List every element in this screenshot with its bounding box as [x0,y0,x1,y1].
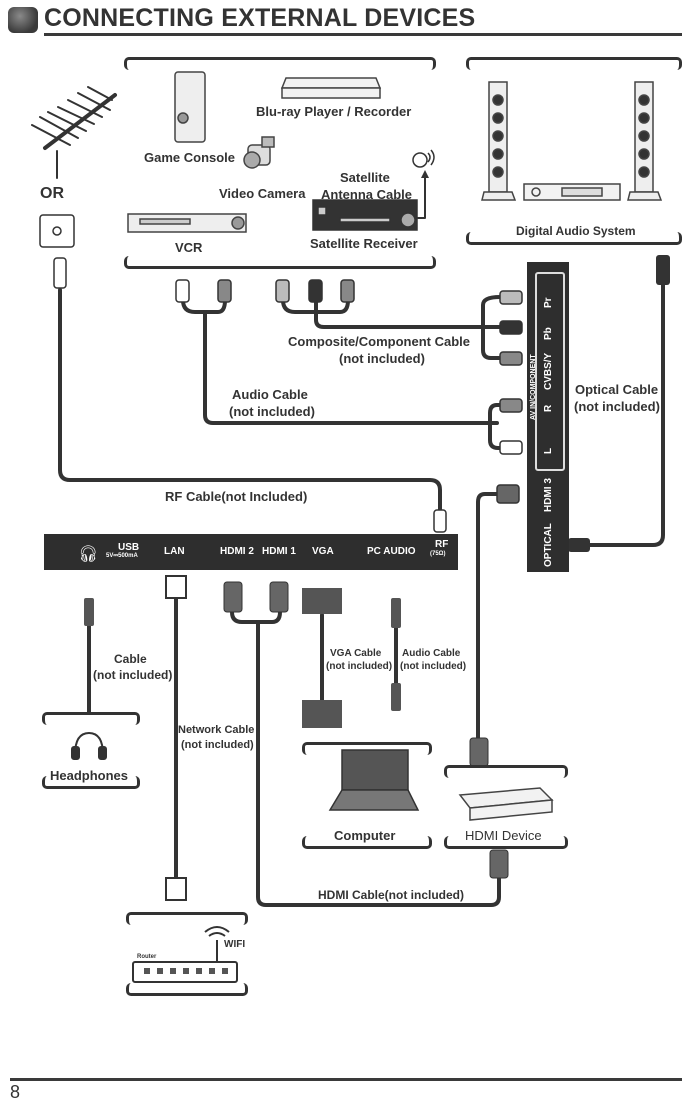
audio-system-bracket-top [466,57,682,70]
hdmi-device-label: HDMI Device [465,828,542,843]
title-divider [44,33,682,36]
vcr-icon [127,213,247,233]
port-r: R [543,404,554,412]
headphone-port-icon: 🎧︎ [78,546,99,563]
wall-outlet-icon [39,214,75,248]
vcr-label: VCR [175,240,203,255]
satellite-antenna-label-2: Antenna Cable [321,187,413,202]
audio-cable-label-1: Audio Cable [232,387,308,402]
audio-system-bracket-bottom [466,232,682,245]
hdmi-device-bracket-bottom [444,836,568,849]
router-label: Router [137,954,157,960]
network-cable-label-1: Network Cable [178,724,255,736]
headphones-bracket-top [42,712,140,725]
source-devices-bracket-bottom [124,256,436,269]
game-console-icon [174,71,206,143]
port-lan: LAN [164,546,185,557]
audio-cable [203,310,499,425]
computer-bracket-bottom [302,836,432,849]
component-cable [314,298,502,329]
blu-ray-label: Blu-ray Player / Recorder [256,104,412,119]
optical-cable-label-2: (not included) [574,399,660,414]
rf-cable-label: RF Cable(not Included) [165,489,308,504]
page-title: CONNECTING EXTERNAL DEVICES [44,4,476,32]
game-console-label: Game Console [144,150,236,165]
headphone-cable-label-1: Cable [114,652,147,666]
port-hdmi3: HDMI 3 [543,478,554,512]
component-cable-label-1: Composite/Component Cable [288,334,471,349]
headphones-bracket-bottom [42,776,140,789]
vga-cable-label-1: VGA Cable [330,648,382,659]
audio-receiver-icon [523,183,621,201]
audio-cable-label-2: (not included) [229,404,315,419]
antenna-icon [31,86,117,179]
side-connector-panel: Pr Pb CVBS/Y R L AV IN/COMPONENT HDMI 3 … [527,262,569,572]
router-bracket-bottom [126,983,248,996]
computer-bracket-top [302,742,432,755]
port-pb: Pb [543,327,554,340]
headphones-icon [71,731,107,760]
or-label: OR [40,185,64,202]
section-icon [8,7,38,33]
speaker-left-icon [481,81,517,201]
speaker-right-icon [627,81,663,201]
optical-cable [588,283,665,547]
audio-system-label: Digital Audio System [516,224,636,238]
port-pr: Pr [543,297,554,308]
port-cvbs-y: CVBS/Y [543,352,554,390]
port-rf: RF [435,539,449,550]
hdmi3-cable [476,492,499,740]
av-group-frame [535,272,565,471]
footer-divider [10,1078,682,1081]
blu-ray-icon [280,77,382,99]
port-rf-ohm: (75Ω) [430,551,446,557]
satellite-receiver-label: Satellite Receiver [310,236,418,251]
hdmi-cable [256,620,501,907]
bottom-connector-panel: 🎧︎ USB 5V⎓500mA LAN HDMI 2 HDMI 1 VGA PC… [44,534,458,570]
laptop-icon [328,749,420,811]
rca-plugs-source [175,279,355,303]
video-camera-icon [243,136,275,169]
pc-audio-cable-label-1: Audio Cable [402,648,461,659]
video-camera-label: Video Camera [219,186,306,201]
port-l: L [543,447,554,454]
optical-cable-label-1: Optical Cable [575,382,659,397]
computer-label: Computer [334,828,396,843]
port-optical: OPTICAL [543,523,554,567]
router-bracket-top [126,912,248,925]
component-cable-label-2: (not included) [339,351,425,366]
pc-audio-cable-label-2: (not included) [400,661,467,672]
av-group-label: AV IN/COMPONENT [530,354,537,420]
satellite-receiver-icon [312,199,418,231]
port-vga: VGA [312,546,334,557]
port-usb-rating: 5V⎓500mA [106,553,138,559]
port-hdmi1: HDMI 1 [262,546,296,557]
router-icon [132,926,238,983]
satellite-dish-icon [412,149,435,168]
hdmi-device-bracket-top [444,765,568,778]
page-number: 8 [10,1082,21,1102]
port-usb: USB [118,542,140,553]
source-devices-bracket-top [124,57,436,70]
port-pc-audio: PC AUDIO [367,546,416,557]
network-cable-label-2: (not included) [181,739,254,751]
hdmi-device-icon [458,787,554,821]
headphone-cable-label-2: (not included) [93,668,173,682]
hdmi-cable-label: HDMI Cable(not included) [318,888,464,902]
headphones-label: Headphones [50,768,129,783]
wifi-label: WIFI [224,939,246,950]
port-hdmi2: HDMI 2 [220,546,254,557]
satellite-antenna-label-1: Satellite [340,170,390,185]
rf-cable [58,288,442,514]
vga-cable-label-2: (not included) [326,661,393,672]
